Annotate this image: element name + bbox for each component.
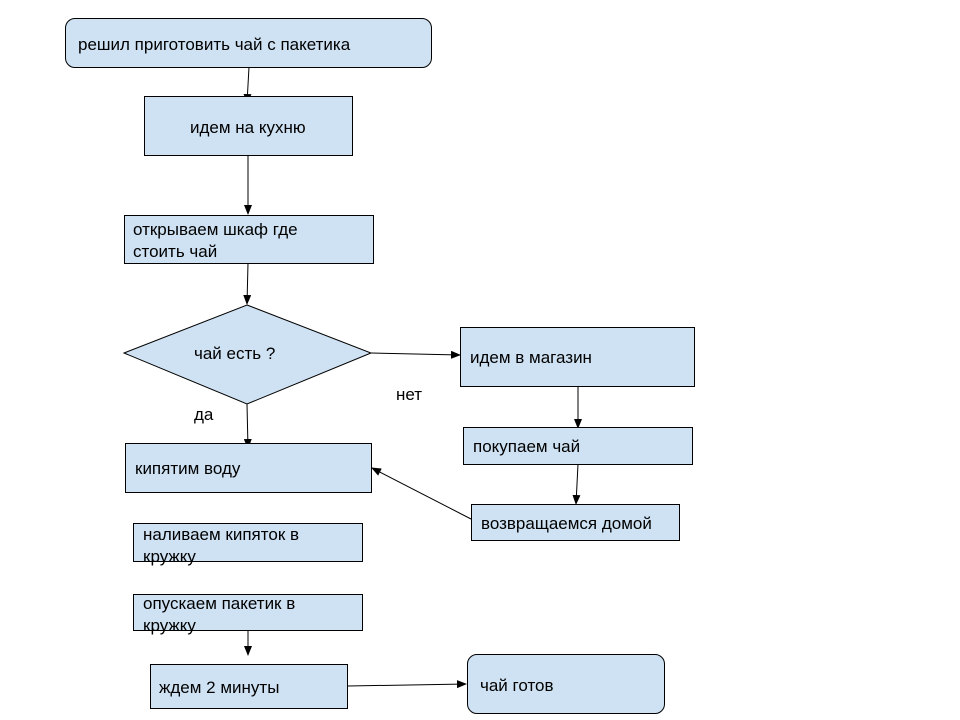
edge-label-yes: да (194, 405, 214, 424)
return-home-node: возвращаемся домой (471, 504, 680, 541)
return-home-node-label: возвращаемся домой (481, 514, 652, 533)
arrow-decision-to-store (370, 350, 461, 359)
buy-node-label: покупаем чай (473, 437, 581, 456)
edge-label-no: нет (396, 385, 423, 404)
start-node: решил приготовить чай с пакетика (65, 18, 432, 68)
store-node: идем в магазин (460, 327, 695, 387)
wait-node: ждем 2 минуты (150, 664, 348, 709)
decision-label: чай есть ? (194, 344, 276, 363)
done-node: чай готов (467, 654, 665, 714)
cabinet-node: открываем шкаф где стоить чай (124, 215, 374, 264)
cabinet-node-label: открываем шкаф где стоить чай (133, 220, 298, 261)
arrow-buy-to-return (572, 463, 581, 505)
wait-node-label: ждем 2 минуты (159, 678, 280, 697)
arrow-wait-to-done (347, 680, 467, 689)
buy-node: покупаем чай (463, 427, 693, 465)
pour-node-label: наливаем кипяток в кружку (143, 525, 300, 566)
arrow-decision-to-boil (243, 403, 252, 449)
pour-node: наливаем кипяток в кружку (133, 523, 363, 566)
store-node-label: идем в магазин (470, 348, 592, 367)
done-node-label: чай готов (480, 676, 554, 695)
arrow-cabinet-to-decision (243, 262, 252, 305)
start-node-label: решил приготовить чай с пакетика (78, 35, 351, 54)
boil-node-label: кипятим воду (135, 459, 241, 478)
bag-node: опускаем пакетик в кружку (133, 594, 363, 635)
kitchen-node-label: идем на кухню (190, 118, 306, 137)
kitchen-node: идем на кухню (144, 96, 353, 156)
arrow-return-to-boil (371, 467, 472, 520)
bag-node-label: опускаем пакетик в кружку (143, 594, 296, 635)
boil-node: кипятим воду (125, 443, 372, 493)
